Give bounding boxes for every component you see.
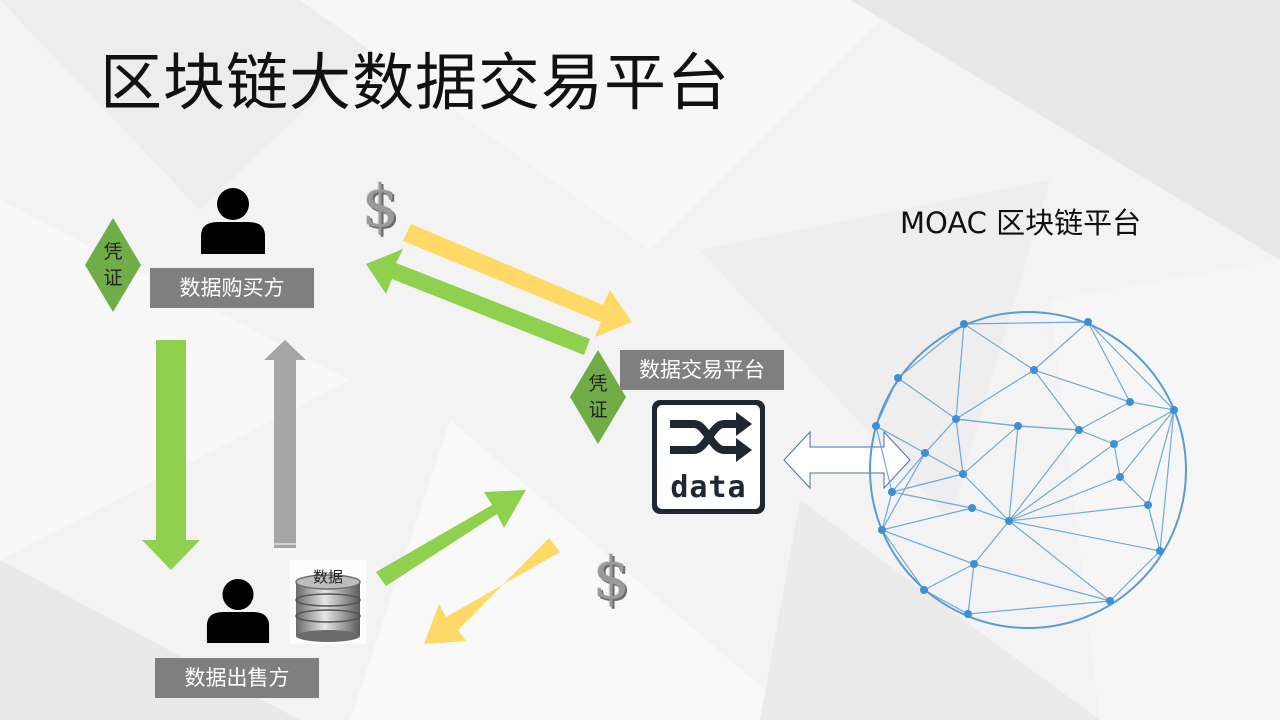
yellow-arrow-to-seller [424,538,560,644]
shuffle-icon [670,412,752,462]
seller-person-icon [206,578,270,644]
exchange-certificate-char-2: 证 [588,399,608,421]
gray-up-arrow [264,340,306,548]
exchange-label: 数据交易平台 [620,350,784,390]
double-arrow-exchange-platform [783,430,911,490]
buyer-certificate-char-2: 证 [103,267,123,289]
buyer-person-icon [201,188,265,254]
green-arrow-to-buyer [366,249,590,355]
blockchain-network-globe [869,311,1187,629]
page-title: 区块链大数据交易平台 [100,46,731,119]
exchange-certificate-char-1: 凭 [588,373,608,395]
exchange-certificate: 凭 证 [570,350,626,444]
green-down-arrow [142,340,200,570]
database-label: 数据 [312,568,343,586]
buyer-certificate: 凭 证 [85,218,141,312]
seller-label: 数据出售方 [155,658,319,698]
green-arrow-seller-to-exchange [376,490,526,586]
yellow-arrow-to-exchange [403,224,632,337]
buyer-label: 数据购买方 [150,268,314,308]
data-exchange-icon: data [652,400,765,514]
platform-label: MOAC 区块链平台 [900,206,1142,240]
dollar-sign-bottom: $ [593,544,630,612]
data-icon-text: data [670,470,747,505]
buyer-certificate-char-1: 凭 [103,241,123,263]
dollar-sign-top: $ [362,172,399,240]
database-icon [290,560,366,644]
